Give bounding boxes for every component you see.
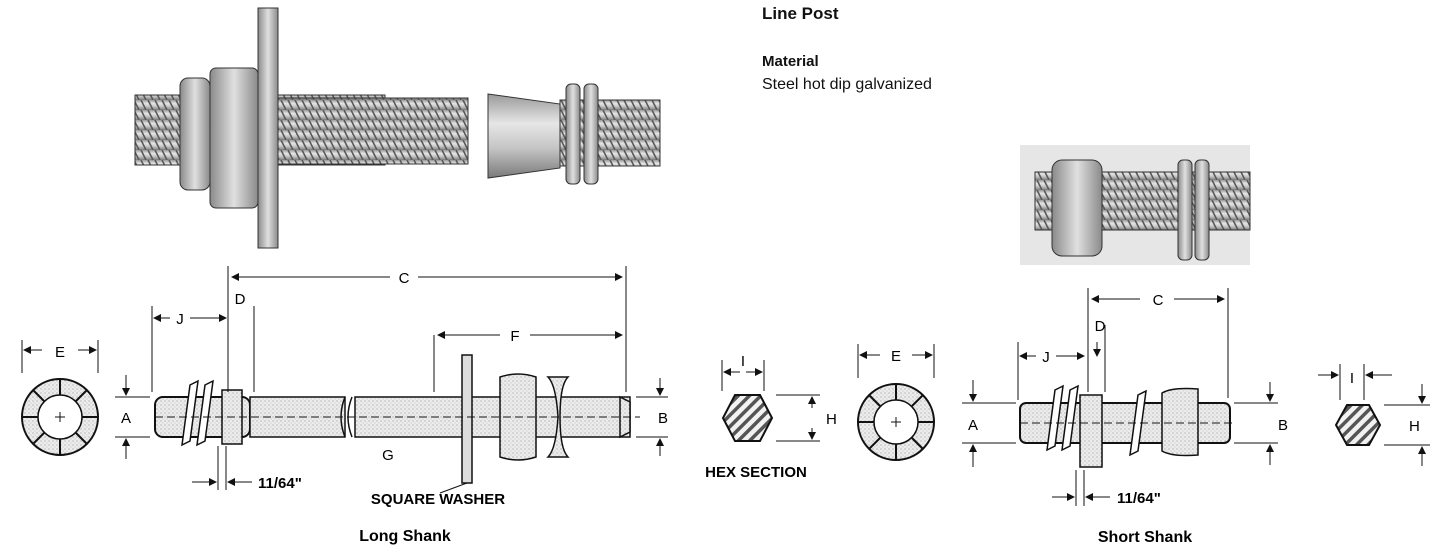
dim-a-label: A: [121, 410, 131, 427]
washer-leader: [439, 482, 468, 494]
page-title: Line Post: [762, 4, 839, 23]
short-shank-end-view: [857, 344, 935, 461]
material-value: Steel hot dip galvanized: [762, 76, 932, 93]
dim-e-label: E: [55, 344, 65, 361]
short-shank-caption: Short Shank: [1098, 529, 1192, 546]
hex-dim-i-label: I: [741, 353, 745, 370]
hex-dim-h-label: H: [826, 411, 837, 428]
hex-section-drawing: [721, 360, 820, 442]
short-dim-a-label: A: [968, 417, 978, 434]
short-dim-c-label: C: [1153, 292, 1164, 309]
short-hex-dim-i-label: I: [1350, 370, 1354, 387]
material-heading: Material: [762, 53, 819, 70]
short-dim-e-label: E: [891, 348, 901, 365]
short-hex-dim-h-label: H: [1409, 418, 1420, 435]
long-shank-drawing: [115, 266, 668, 490]
hex-section-label: HEX SECTION: [705, 464, 807, 481]
dim-c-label: C: [399, 270, 410, 287]
short-hex-section: [1318, 364, 1430, 466]
short-dim-j-label: J: [1042, 349, 1050, 366]
short-shank-photo: [1020, 145, 1251, 265]
dim-b-label: B: [658, 410, 668, 427]
square-washer-label: SQUARE WASHER: [371, 491, 505, 508]
short-dim-b-label: B: [1278, 417, 1288, 434]
dim-d-label: D: [235, 291, 246, 308]
thickness-label-long: 11/64": [258, 475, 302, 492]
dim-f-label: F: [510, 328, 519, 345]
dim-g-label: G: [382, 447, 394, 464]
short-shank-drawing: [962, 288, 1278, 506]
long-shank-caption: Long Shank: [359, 528, 451, 545]
short-dim-d-label: D: [1095, 318, 1106, 335]
long-shank-end-view: [21, 340, 99, 456]
long-shank-photo: [134, 7, 661, 249]
dim-j-label: J: [176, 311, 184, 328]
thickness-label-short: 11/64": [1117, 490, 1161, 507]
